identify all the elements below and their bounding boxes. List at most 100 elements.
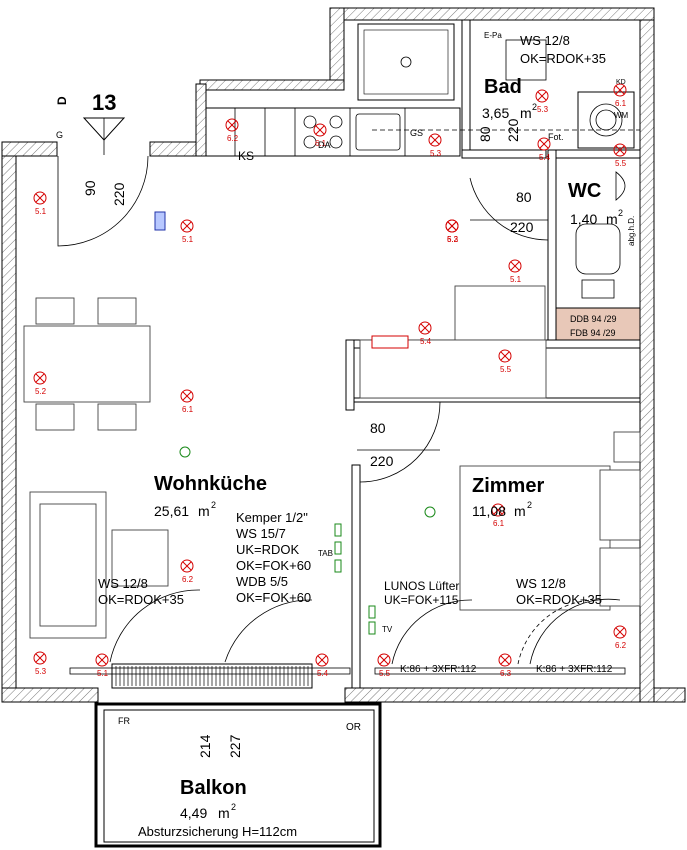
balcony (94, 702, 382, 848)
socket-label: 6.1 (615, 99, 627, 108)
zimmer-w: 80 (370, 420, 386, 436)
abg-hd: abg.h.D. (627, 216, 636, 246)
wk-ok: OK=RDOK+35 (98, 592, 184, 607)
wm-label: WM (614, 111, 629, 120)
socket-label: 6.3 (500, 669, 512, 678)
electrical-outlet-icon (491, 503, 505, 517)
electrical-outlet-icon (498, 349, 512, 363)
electrical-outlet-icon (418, 321, 432, 335)
k86-left: K:86 + 3XFR:112 (400, 664, 477, 675)
gs-label: GS (410, 128, 423, 138)
electrical-outlet-icon (377, 653, 391, 667)
socket-label: 5.4 (539, 153, 551, 162)
socket-label: 5.3 (430, 149, 442, 158)
socket-label: 5.1 (182, 235, 194, 244)
fdb: FDB 94 /29 (570, 328, 616, 338)
wohnkueche-name: Wohnküche (154, 473, 267, 495)
socket-label: 5.1 (35, 207, 47, 216)
da-label: DA (318, 140, 331, 150)
bad-exp: 2 (532, 102, 537, 112)
socket-label: 5.1 (97, 669, 109, 678)
balkon-unit: m (218, 805, 230, 821)
ks-label: KS (238, 149, 254, 163)
bath-fixtures (357, 23, 635, 299)
socket-label: 5.2 (35, 387, 47, 396)
bed (459, 431, 641, 611)
sofa (29, 491, 169, 639)
ddb: DDB 94 /29 (570, 314, 617, 324)
socket-label: 5.5 (500, 365, 512, 374)
d-label: D (55, 96, 69, 105)
wk-ws: WS 12/8 (98, 576, 148, 591)
socket-label: 6.2 (615, 641, 627, 650)
electrical-outlet-icon (33, 651, 47, 665)
g-label: G (56, 130, 63, 140)
electrical-symbols: 5.1 5.2 6.1 6.2 5.3 5.4 5.5 6.3 5.1 6.1 6.2 5.3 5.4 5… (33, 83, 627, 678)
bad-area: 3,65 (482, 105, 509, 121)
socket-label: 6.2 (182, 575, 194, 584)
socket-label: 5.3 (537, 105, 549, 114)
zi-ok: OK=RDOK+35 (516, 592, 602, 607)
electrical-outlet-icon (33, 371, 47, 385)
socket-label: 5.1 (510, 275, 522, 284)
socket-label: 5.4 (317, 669, 329, 678)
zi-ws: WS 12/8 (516, 576, 566, 591)
electrical-outlet-icon (537, 137, 551, 151)
electrical-outlet-icon (225, 118, 239, 132)
electrical-outlet-icon (508, 259, 522, 273)
bad-name: Bad (484, 76, 522, 98)
electrical-outlet-icon (180, 559, 194, 573)
tab-label: TAB (318, 549, 333, 558)
entrance-marker (82, 117, 126, 155)
kemper-5: WDB 5/5 (236, 574, 288, 589)
fot-label: Fot. (548, 132, 564, 142)
electrical-outlet-icon (315, 653, 329, 667)
balkon-w: 214 (197, 734, 213, 758)
lunos-2: UK=FOK+115 (384, 593, 459, 607)
fuse-box-icon (371, 335, 409, 349)
bottom-window (69, 663, 626, 689)
socket-label: 5.5 (615, 159, 627, 168)
balkon-area: 4,49 (180, 805, 207, 821)
balkon-exp: 2 (231, 802, 236, 812)
zimmer-unit: m (514, 503, 526, 519)
dining-set (23, 297, 151, 431)
wc-unit: m (606, 211, 618, 227)
wohnkueche-unit: m (198, 503, 210, 519)
kemper-6: OK=FOK+60 (236, 590, 311, 605)
or-label: OR (346, 722, 361, 733)
electrical-outlet-icon (535, 89, 549, 103)
balkon-note: Absturzsicherung H=112cm (138, 824, 297, 839)
zimmer-h: 220 (370, 453, 394, 469)
kitchen-island (359, 285, 547, 399)
ceiling-light-icon (179, 446, 191, 458)
outlet-icon (368, 605, 376, 619)
socket-label: 5.4 (420, 337, 432, 346)
entrance-w: 90 (82, 180, 98, 196)
electrical-outlet-icon (180, 219, 194, 233)
socket-label: 6.2 (227, 134, 239, 143)
bad-unit: m (520, 105, 532, 121)
bad-ws: WS 12/8 (520, 33, 570, 48)
socket-label: 6.1 (315, 139, 327, 148)
wohnkueche-exp: 2 (211, 500, 216, 510)
lunos-1: LUNOS Lüfter (384, 579, 459, 593)
bad-ok: OK=RDOK+35 (520, 51, 606, 66)
wc-h: 220 (510, 219, 534, 235)
labels: 13 Bad 3,65 m 2 WC 1,40 m 2 Wohnküche 25… (55, 31, 636, 839)
zimmer-name: Zimmer (472, 475, 544, 497)
socket-label: 6.1 (493, 519, 505, 528)
zimmer-exp: 2 (527, 500, 532, 510)
outlet-icon (334, 523, 342, 537)
electrical-outlet-icon (95, 653, 109, 667)
kd-label: KD (616, 79, 626, 86)
electrical-outlet-icon (313, 123, 327, 137)
balkon-h: 227 (227, 734, 243, 758)
socket-label: 6.3 (447, 235, 459, 244)
outlet-icon (334, 559, 342, 573)
e-pa: E-Pa (484, 31, 502, 40)
socket-label: 5.5 (379, 669, 391, 678)
socket-label: 5.3 (35, 667, 47, 676)
distribution-box-icon (154, 211, 166, 231)
